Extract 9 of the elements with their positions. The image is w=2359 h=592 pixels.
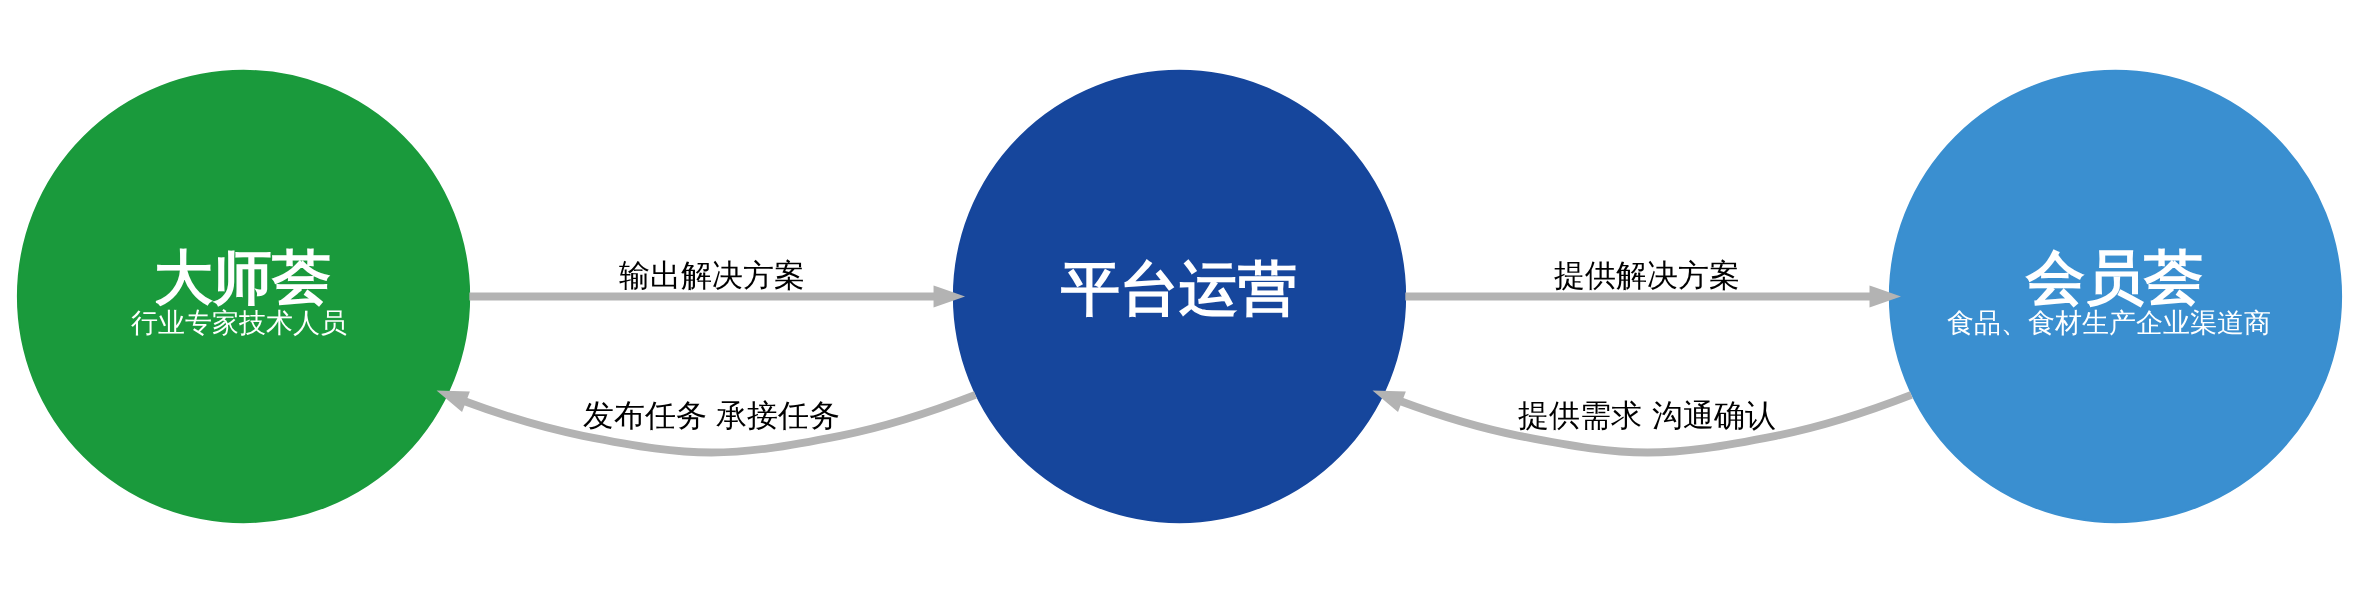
edge-label: 输出解决方案 (618, 256, 805, 293)
edge-label: 发布任务 承接任务 (582, 396, 841, 433)
arrow (436, 390, 977, 456)
edge-label: 提供需求 沟通确认 (1518, 396, 1777, 433)
node-circle: 会员荟 食品、食材生产企业渠道商 (1888, 69, 2343, 523)
edge-label: 提供解决方案 (1554, 256, 1741, 293)
arrow (1405, 284, 1901, 308)
arrow (1372, 390, 1913, 456)
arrow (469, 284, 966, 308)
